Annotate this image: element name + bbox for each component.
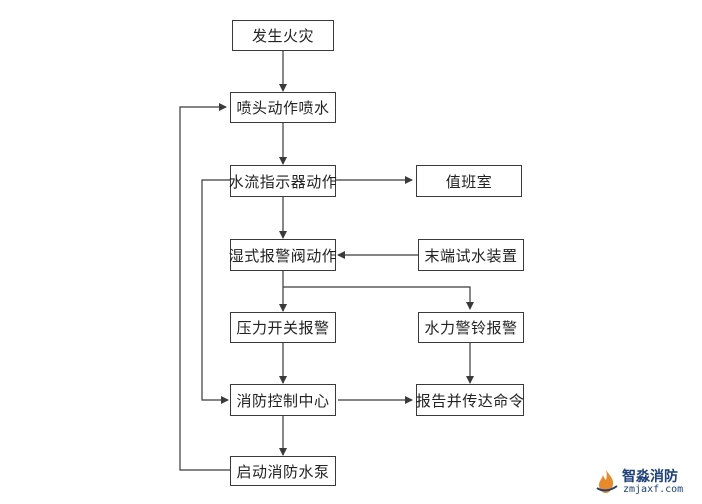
node-start-pump: 启动消防水泵 — [230, 456, 336, 486]
watermark-url: zmjaxf.com — [623, 484, 684, 495]
node-fire-control-center: 消防控制中心 — [230, 384, 336, 416]
flame-logo-icon — [596, 470, 618, 493]
node-pressure-switch: 压力开关报警 — [230, 312, 336, 343]
arrow-valve-to-bell — [283, 286, 474, 310]
watermark-brand: 智淼消防 — [622, 469, 678, 485]
node-report-command: 报告并传达命令 — [416, 384, 524, 416]
node-flow-indicator: 水流指示器动作 — [229, 165, 337, 197]
node-sprinkler: 喷头动作喷水 — [230, 92, 336, 123]
watermark: 智淼消防 zmjaxf.com — [592, 466, 696, 500]
node-fire: 发生火灾 — [232, 20, 334, 51]
node-control-room: 值班室 — [416, 165, 522, 197]
node-test-device: 末端试水装置 — [418, 239, 524, 271]
node-alarm-valve: 湿式报警阀动作 — [229, 239, 337, 271]
arrow-flow-to-center — [201, 179, 230, 404]
arrow-pump-to-sprinkler — [179, 103, 230, 471]
node-hydraulic-bell: 水力警铃报警 — [418, 312, 524, 343]
